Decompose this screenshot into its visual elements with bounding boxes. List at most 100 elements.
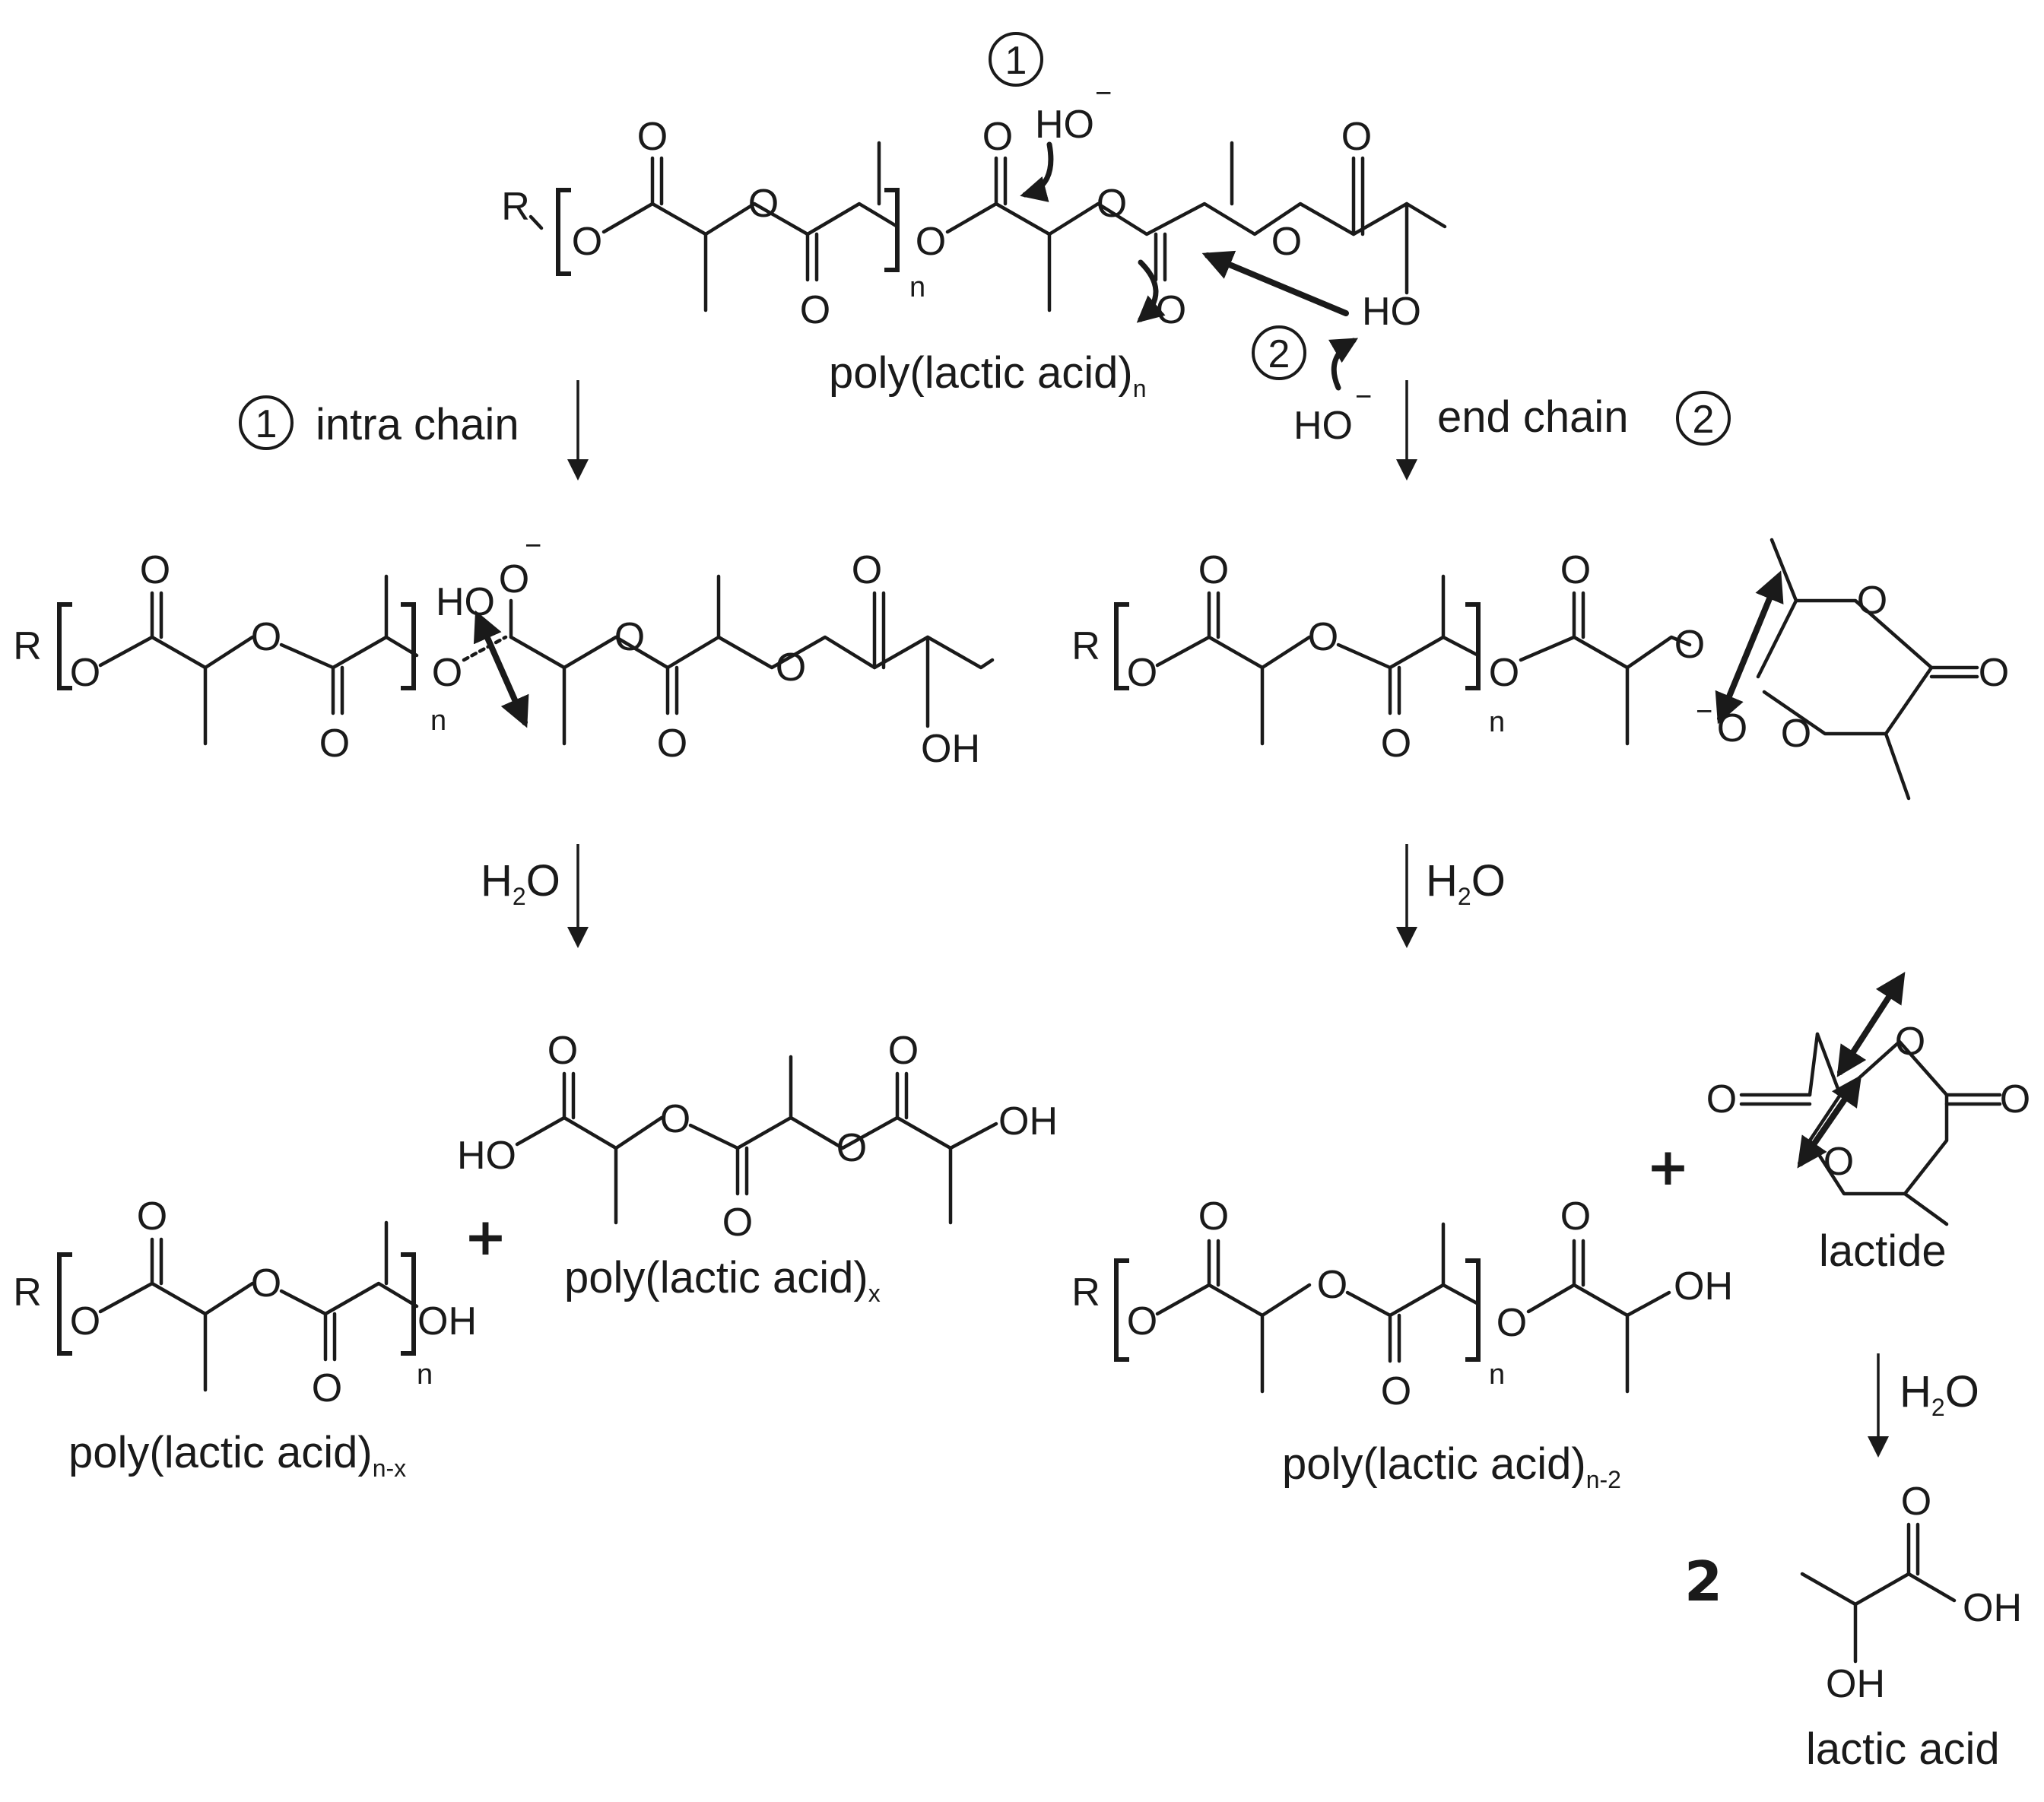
carbonyl-oxygen: O (1901, 1480, 1931, 1524)
ring-oxygen: O (1781, 712, 1811, 756)
carbonyl-oxygen: O (888, 1029, 919, 1073)
stoichiometric-coefficient: 2 (1684, 1550, 1722, 1613)
terminal-hydroxyl: HO (457, 1134, 516, 1178)
pla-label-n: poly(lactic acid)n (829, 348, 1146, 402)
ester-oxygen: O (1127, 651, 1157, 695)
repeat-subscript: n (1489, 1359, 1505, 1391)
repeat-subscript: n (1489, 706, 1505, 738)
alpha-hydroxyl: OH (1826, 1662, 1885, 1706)
carbonyl-oxygen: O (637, 115, 668, 159)
carbonyl-oxygen: O (1341, 115, 1372, 159)
carbonyl-oxygen: O (722, 1201, 753, 1245)
ester-oxygen: O (1308, 615, 1338, 659)
water-step-lactide: H2O (1900, 1367, 1979, 1421)
ring-oxygen: O (1895, 1020, 1925, 1064)
carbonyl-oxygen: O (140, 548, 170, 592)
water-label: H (481, 856, 513, 906)
pathway-1-marker-top (989, 32, 1043, 87)
carbonyl-oxygen: O (2000, 1077, 2030, 1121)
ester-oxygen: O (1127, 1299, 1157, 1344)
lactide-label: lactide (1819, 1226, 1947, 1276)
pla-label-x: poly(lactic acid)x (564, 1253, 881, 1307)
ester-oxygen: O (916, 220, 946, 264)
ester-oxygen: O (251, 1261, 281, 1305)
water-step-right: H2O (1426, 856, 1506, 910)
svg-text:H2O: H2O (1900, 1367, 1979, 1421)
r-group: R (501, 185, 530, 229)
carbonyl-oxygen: O (548, 1029, 578, 1073)
negative-charge: − (1696, 696, 1712, 728)
terminal-hydroxyl: HO (1362, 290, 1421, 334)
plus-sign-left: + (464, 1207, 507, 1267)
ring-oxygen: O (1857, 579, 1887, 623)
product-pla-n-2: R O O O O n O O OH poly(lactic acid)n-2 (1071, 1194, 1733, 1493)
pathway-2-number: 2 (1268, 332, 1290, 376)
carbonyl-oxygen: O (657, 722, 687, 766)
ester-oxygen: O (1674, 623, 1705, 667)
carbonyl-oxygen: O (982, 115, 1013, 159)
carbonyl-oxygen: O (1560, 1194, 1591, 1239)
plus-sign-right: + (1646, 1137, 1690, 1198)
ester-oxygen: O (70, 1299, 100, 1344)
carbonyl-oxygen: O (1156, 288, 1186, 332)
terminal-hydroxyl: OH (417, 1299, 477, 1344)
carbonyl-oxygen: O (1706, 1077, 1737, 1121)
ester-oxygen: O (1271, 220, 1302, 264)
ester-oxygen: O (1317, 1263, 1347, 1307)
added-hydroxyl: HO (436, 580, 495, 624)
ester-oxygen: O (572, 220, 602, 264)
ester-oxygen: O (432, 651, 462, 695)
water-label: H (1426, 856, 1458, 906)
svg-text:H2O: H2O (481, 856, 560, 910)
negative-charge: − (525, 530, 541, 562)
ester-oxygen: O (660, 1097, 690, 1141)
ester-oxygen: O (1496, 1301, 1527, 1345)
repeat-subscript: n (430, 705, 446, 737)
pla-starting-structure: R O O O O n O O O O O O HO poly(lactic a… (501, 32, 1447, 448)
product-pla-x: HO O O O O O OH poly(lactic acid)x (457, 1029, 1058, 1307)
carboxyl-hydroxyl: OH (1963, 1586, 2022, 1630)
r-group: R (1071, 624, 1100, 668)
product-pla-n-x: R O O O O OH n poly(lactic acid)n-x (13, 1194, 477, 1482)
negative-charge: − (1095, 78, 1112, 109)
lactic-acid-label: lactic acid (1806, 1724, 2000, 1774)
water-step-left: H2O (481, 856, 560, 910)
r-group: R (13, 1271, 42, 1315)
oxyanion: O (499, 557, 529, 601)
ester-oxygen: O (251, 615, 281, 659)
carbonyl-oxygen: O (137, 1194, 167, 1239)
ester-oxygen: O (836, 1126, 867, 1170)
ester-oxygen: O (748, 182, 779, 226)
carbonyl-oxygen: O (1198, 548, 1229, 592)
repeat-subscript: n (417, 1359, 433, 1391)
intra-chain-intermediate: R O O O O n O HO O − O O O O OH (13, 530, 995, 771)
end-chain-intermediate: R O O O O n O O O O O O O − (1071, 538, 2009, 801)
terminal-hydroxyl: OH (921, 727, 980, 771)
ester-oxygen: O (1489, 651, 1519, 695)
carbonyl-oxygen: O (1560, 548, 1591, 592)
pla-label-n-2: poly(lactic acid)n-2 (1282, 1439, 1621, 1493)
ester-oxygen: O (1097, 182, 1127, 226)
svg-text:H2O: H2O (1426, 856, 1506, 910)
hydroxide-ion: HO (1293, 404, 1353, 448)
pathway-2-marker-top (1252, 325, 1306, 380)
intra-chain-label: intra chain (316, 400, 519, 449)
end-chain-label: end chain (1437, 392, 1629, 442)
water-label: H (1900, 1367, 1931, 1417)
carbonyl-oxygen: O (1381, 722, 1411, 766)
r-group: R (1071, 1271, 1100, 1315)
lactide: O O O O lactide (1706, 972, 2030, 1276)
pla-label-n-x: poly(lactic acid)n-x (68, 1428, 406, 1482)
terminal-hydroxyl: OH (998, 1099, 1058, 1144)
pathway-2-label: end chain 2 (1437, 391, 1731, 446)
negative-charge: − (1355, 381, 1372, 413)
carbonyl-oxygen: O (1381, 1369, 1411, 1413)
ester-oxygen: O (776, 646, 806, 690)
ester-oxygen: O (70, 651, 100, 695)
r-group: R (13, 624, 42, 668)
pathway-1-label: 1 intra chain (239, 395, 519, 450)
pathway-1-number: 1 (256, 402, 278, 446)
repeat-subscript: n (909, 271, 925, 303)
pathway-2-number: 2 (1693, 398, 1715, 442)
